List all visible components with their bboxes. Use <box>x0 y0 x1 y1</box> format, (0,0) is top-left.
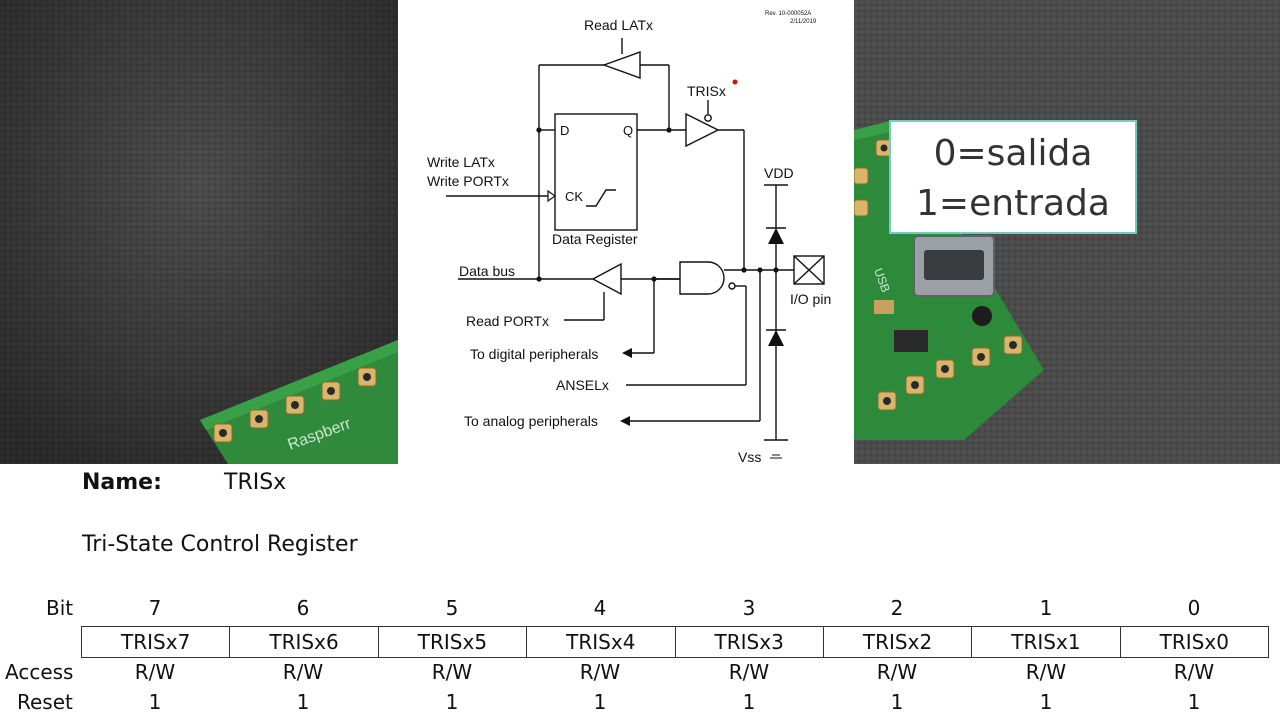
reset-value: 1 <box>445 690 459 714</box>
label-anselx: ANSELx <box>556 377 609 393</box>
bit-field-cell: TRISx0 <box>1159 630 1229 654</box>
bit-number: 6 <box>296 596 310 620</box>
upper-diode <box>768 228 784 244</box>
bit-number: 7 <box>148 596 162 620</box>
callout-line-output: 0=salida <box>933 133 1093 174</box>
register-name-label: Name: <box>82 470 162 495</box>
label-d: D <box>560 123 569 138</box>
background-photo-left: Raspberr <box>0 0 398 464</box>
label-read-latx: Read LATx <box>584 17 653 33</box>
bit-number: 1 <box>1039 596 1053 620</box>
label-write-portx: Write PORTx <box>427 173 509 189</box>
reset-value: 1 <box>1187 690 1201 714</box>
callout-line-input: 1=entrada <box>916 183 1110 224</box>
label-write-latx: Write LATx <box>427 154 495 170</box>
read-latx-buffer <box>601 51 641 79</box>
reset-value: 1 <box>593 690 607 714</box>
trisx-footnote-marker <box>732 79 738 85</box>
register-name-row: Name: TRISx <box>82 470 286 495</box>
bit-field-cell: TRISx6 <box>230 627 379 657</box>
register-bit-table: TRISx7 TRISx6 TRISx5 TRISx4 TRISx3 TRISx… <box>81 626 1269 658</box>
revision-label: Rev. 10-000052A <box>765 11 811 17</box>
label-data-bus: Data bus <box>459 263 515 279</box>
access-value: R/W <box>728 660 770 684</box>
label-read-portx: Read PORTx <box>466 313 549 329</box>
access-value: R/W <box>134 660 176 684</box>
label-vdd: VDD <box>764 165 794 181</box>
tris-value-callout: 0=salida 1=entrada <box>889 120 1137 234</box>
reset-value: 1 <box>1039 690 1053 714</box>
access-row-label: Access <box>5 660 74 684</box>
pcb-photo-left: Raspberr <box>0 0 398 464</box>
label-q: Q <box>623 123 633 138</box>
bit-field-cell: TRISx2 <box>824 627 973 657</box>
reset-value: 1 <box>148 690 162 714</box>
label-ck: CK <box>565 189 583 204</box>
bit-number: 3 <box>742 596 756 620</box>
read-portx-buffer <box>591 262 622 296</box>
bit-row-label: Bit <box>46 596 74 620</box>
reset-value: 1 <box>890 690 904 714</box>
schematic-svg: Rev. 10-000052A 2/11/2019 Read LATx TRIS… <box>427 11 831 464</box>
bit-field-cell: TRISx3 <box>676 627 824 657</box>
bit-field-cell: TRISx4 <box>527 627 676 657</box>
bit-number: 0 <box>1187 596 1201 620</box>
bit-number: 4 <box>593 596 607 620</box>
reset-value: 1 <box>742 690 756 714</box>
bit-field-cell: TRISx5 <box>379 627 528 657</box>
access-value: R/W <box>282 660 324 684</box>
and-gate <box>679 261 725 295</box>
io-pin-box <box>793 255 825 285</box>
bit-number: 2 <box>890 596 904 620</box>
register-name-value: TRISx <box>224 470 287 495</box>
label-to-digital-peripherals: To digital peripherals <box>470 346 598 362</box>
label-io-pin: I/O pin <box>790 291 831 307</box>
register-description: Tri-State Control Register <box>82 532 358 557</box>
access-value: R/W <box>431 660 473 684</box>
data-register-box <box>554 113 638 231</box>
label-trisx: TRISx <box>687 83 726 99</box>
revision-date: 2/11/2019 <box>790 19 817 25</box>
label-vss: Vss <box>738 449 761 464</box>
tris-buffer <box>685 112 720 148</box>
bit-field-cell: TRISx1 <box>972 627 1121 657</box>
reset-row-label: Reset <box>17 690 73 714</box>
lower-diode <box>768 330 784 346</box>
label-to-analog-peripherals: To analog peripherals <box>464 413 598 429</box>
label-data-register: Data Register <box>552 231 638 247</box>
bit-number: 5 <box>445 596 459 620</box>
reset-value: 1 <box>296 690 310 714</box>
access-value: R/W <box>876 660 918 684</box>
io-port-schematic: Rev. 10-000052A 2/11/2019 Read LATx TRIS… <box>398 0 854 464</box>
access-value: R/W <box>1173 660 1215 684</box>
access-value: R/W <box>1025 660 1067 684</box>
bit-field-cell: TRISx7 <box>82 627 231 657</box>
access-value: R/W <box>579 660 621 684</box>
